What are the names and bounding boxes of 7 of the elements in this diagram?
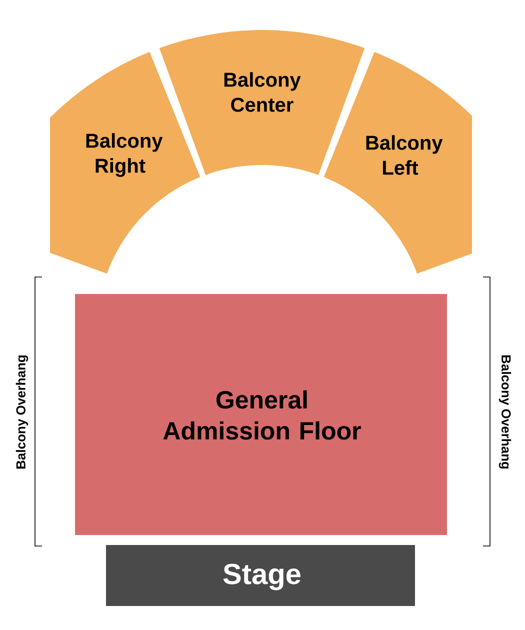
balcony-section: Balcony Right bbox=[50, 52, 200, 274]
stage-block: Stage bbox=[106, 545, 415, 606]
seating-section: General Admission Floor bbox=[75, 294, 447, 535]
section-label: Balcony Overhang bbox=[16, 355, 28, 469]
balcony-section: Balcony Left bbox=[324, 52, 472, 274]
section-label: Balcony Overhang bbox=[498, 355, 512, 469]
node-label: Balcony Center bbox=[224, 72, 301, 112]
